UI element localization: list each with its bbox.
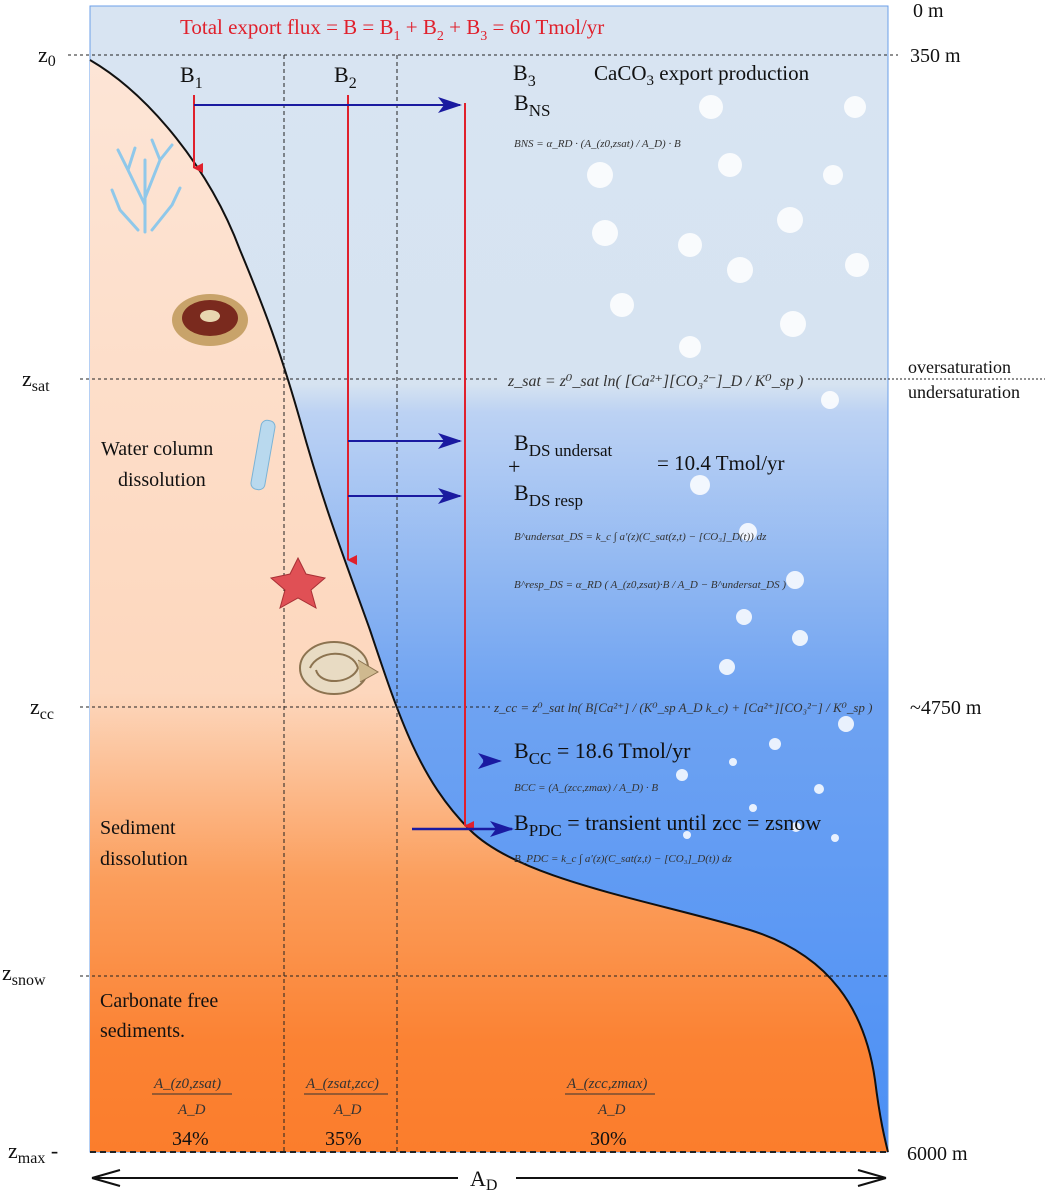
zone-carbonate-free-line2: sediments. [100,1020,185,1042]
area-fraction-3: A_(zcc,zmax) A_D 30% [565,1076,655,1150]
equation-zsat: z_sat = z⁰_sat ln( [Ca²⁺][CO₃²⁻]_D / K⁰_… [507,373,803,390]
flux-b3-label: B3 [513,60,536,90]
svg-text:34%: 34% [172,1128,209,1150]
area-fraction-1: A_(z0,zsat) A_D 34% [152,1076,232,1150]
caco3-particles [587,95,869,842]
depth-zcc-label: ~4750 m [910,697,982,719]
depth-surface-label: 0 m [913,0,944,22]
total-export-flux-title: Total export flux = B = B1 + B2 + B3 = 6… [180,15,604,44]
bds-value-label: = 10.4 Tmol/yr [657,451,785,475]
depth-z0-label: 350 m [910,45,961,67]
starfish-icon [269,556,327,610]
sea-urchin-icon [172,294,248,346]
equation-bds-undersat: B^undersat_DS = k_c ∫ a′(z)(C_sat(z,t) −… [514,531,767,543]
level-z0-label: z0 [38,42,56,70]
area-axis-label: AD [470,1166,497,1190]
svg-text:30%: 30% [590,1128,627,1150]
svg-text:A_D: A_D [177,1102,206,1118]
zone-carbonate-free-line1: Carbonate free [100,990,218,1012]
zone-water-column-line2: dissolution [118,469,206,491]
zone-sediment-line1: Sediment [100,817,176,839]
equation-zcc: z_cc = z⁰_sat ln( B[Ca²⁺] / (K⁰_sp A_D k… [493,700,873,715]
depth-zmax-label: 6000 m [907,1143,968,1165]
flux-bpdc-label: BPDC = transient until zcc = zsnow [514,810,821,840]
equation-bcc: BCC = (A_(zcc,zmax) / A_D) · B [514,782,658,794]
svg-text:A_(zcc,zmax): A_(zcc,zmax) [566,1076,647,1092]
zone-sediment-line2: dissolution [100,848,188,870]
equation-bds-resp: B^resp_DS = α_RD ( A_(z0,zsat)·B / A_D −… [514,579,786,591]
equation-bpdc: B_PDC = k_c ∫ a′(z)(C_sat(z,t) − [CO₃]_D… [514,853,733,865]
svg-text:A_(zsat,zcc): A_(zsat,zcc) [305,1076,379,1092]
svg-text:A_D: A_D [333,1102,362,1118]
export-production-label: CaCO3 export production [594,61,810,89]
zone-water-column-line1: Water column [101,438,213,460]
nautilus-icon [299,641,379,695]
level-zmax-label: zmax - [8,1138,58,1167]
svg-text:A_(z0,zsat): A_(z0,zsat) [153,1076,221,1092]
oversaturation-label: oversaturation [908,357,1011,377]
depth-level-lines [68,54,1045,1153]
level-zcc-label: zcc [30,694,54,723]
plus-sign: + [508,454,520,479]
flux-bns-label: BNS [514,90,550,120]
foraminifera-icon [250,419,276,491]
svg-text:A_D: A_D [597,1102,626,1118]
equation-bns: BNS = α_RD · (A_(z0,zsat) / A_D) · B [514,138,681,150]
flux-bcc-label: BCC = 18.6 Tmol/yr [514,738,691,768]
flux-bds-resp-label: BDS resp [514,480,583,510]
undersaturation-label: undersaturation [908,382,1020,402]
area-axis [91,1166,887,1188]
hypsometric-sediment-area [90,60,888,1152]
lateral-flux-arrows [194,97,514,837]
coral-icon [110,138,182,234]
flux-b2-label: B2 [334,62,357,92]
sinking-flux-arrows [193,95,474,831]
level-zsnow-label: zsnow [2,960,46,989]
flux-bds-undersat-label: BDS undersat [514,430,613,460]
hypsometric-curve [89,59,889,1153]
flux-b1-label: B1 [180,62,203,92]
area-fraction-2: A_(zsat,zcc) A_D 35% [304,1076,388,1150]
level-zsat-label: zsat [22,366,50,395]
svg-text:35%: 35% [325,1128,362,1150]
